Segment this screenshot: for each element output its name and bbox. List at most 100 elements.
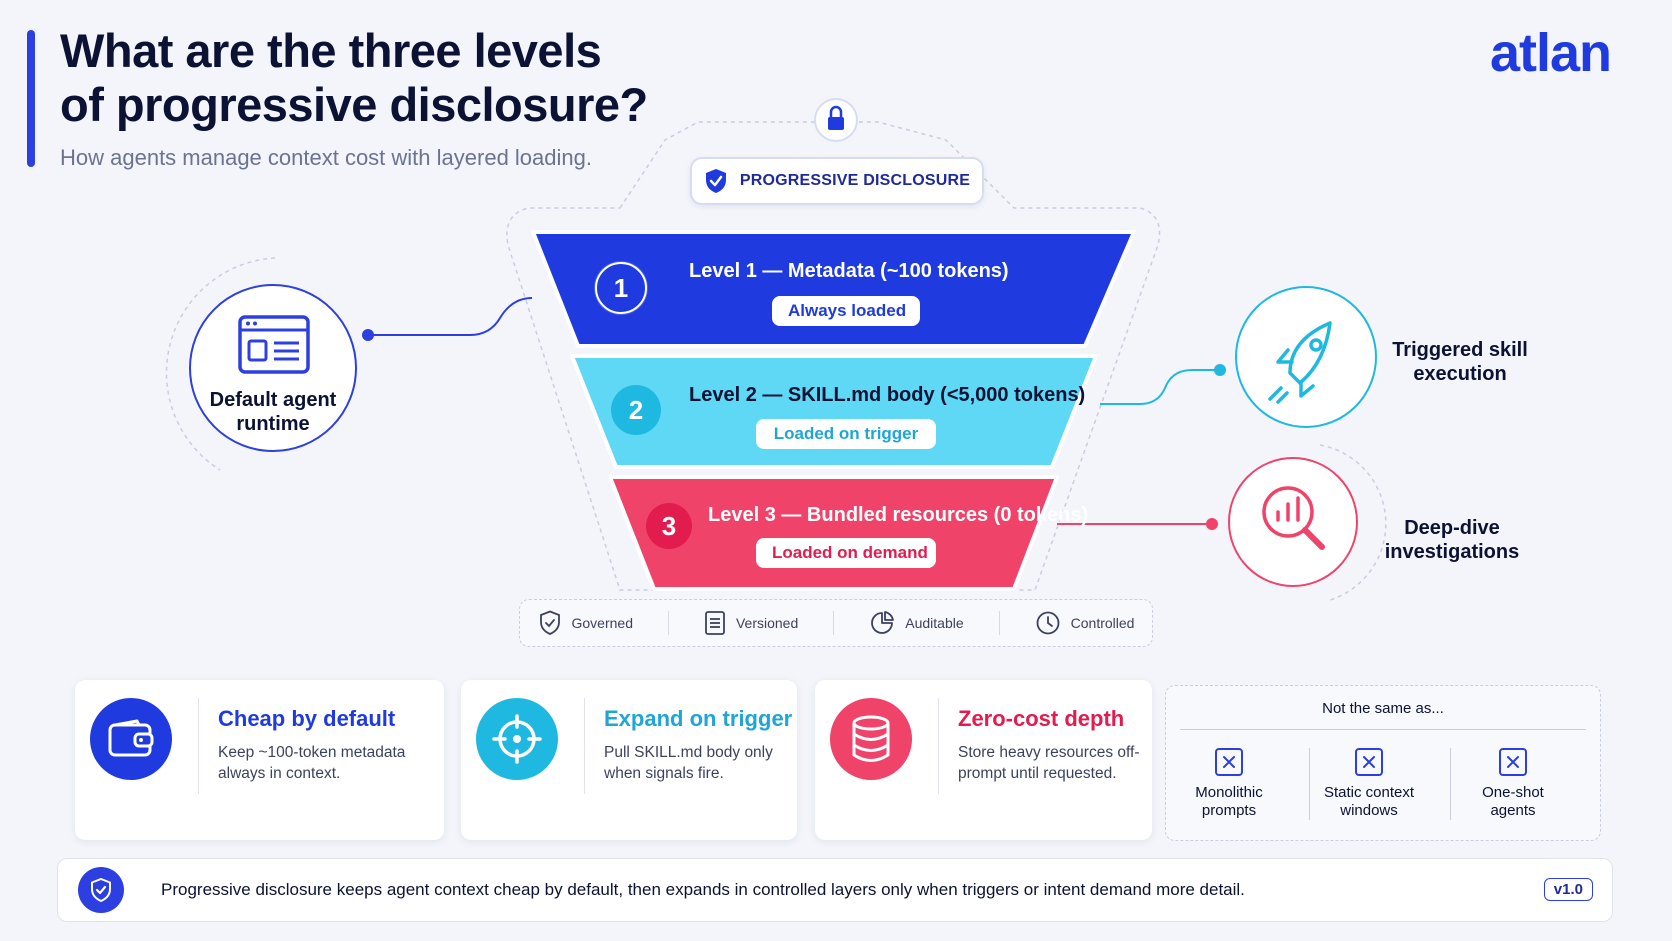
level-3-status: Loaded on demand	[756, 538, 936, 568]
card-divider	[584, 698, 585, 794]
card-title: Expand on trigger	[604, 706, 793, 731]
version-badge: v1.0	[1543, 878, 1593, 901]
clock-icon	[1036, 611, 1060, 635]
node-label-line: Default agent	[209, 389, 337, 411]
accent-bar	[27, 30, 35, 167]
badge-label: PROGRESSIVE DISCLOSURE	[739, 172, 971, 189]
node-label-line: investigations	[1384, 541, 1520, 563]
shield-check-icon	[705, 169, 726, 193]
feature-governed: Governed	[538, 610, 633, 636]
level-3-title: Level 3 — Bundled resources (0 tokens)	[708, 504, 1089, 526]
not-same-label: Static context	[1323, 784, 1415, 801]
not-same-heading: Not the same as...	[1322, 700, 1444, 717]
card-text: Store heavy resources off- prompt until …	[958, 742, 1140, 784]
node-label-line: runtime	[236, 413, 310, 435]
not-same-divider	[1309, 748, 1310, 820]
database-icon	[852, 715, 890, 762]
not-the-same-as-panel: Not the same as... Monolithic prompts St…	[1165, 685, 1601, 841]
card-text-line: when signals fire.	[604, 765, 724, 782]
node-label-triggered-skill: Triggered skill execution	[1380, 338, 1540, 386]
x-icon	[1215, 748, 1243, 776]
card-divider	[938, 698, 939, 794]
node-label-default-agent-runtime: Default agent runtime	[193, 388, 353, 436]
card-body: Expand on trigger Pull SKILL.md body onl…	[604, 706, 792, 784]
feature-divider	[998, 611, 1000, 635]
level-2-status: Loaded on trigger	[756, 419, 936, 449]
level-1-status: Always loaded	[772, 296, 920, 326]
feature-label: Auditable	[905, 615, 964, 631]
card-zero-cost-depth: Zero-cost depth Store heavy resources of…	[815, 680, 1152, 840]
feature-label: Versioned	[735, 615, 799, 631]
not-same-item-one-shot: One-shot agents	[1458, 748, 1568, 820]
not-same-item-static-context: Static context windows	[1314, 748, 1424, 820]
x-icon	[1499, 748, 1527, 776]
feature-label: Controlled	[1070, 615, 1135, 631]
node-label-deep-dive: Deep-dive investigations	[1372, 516, 1532, 564]
card-title: Zero-cost depth	[958, 706, 1125, 731]
funnel-outline	[506, 121, 1161, 591]
feature-divider	[667, 611, 669, 635]
card-text: Pull SKILL.md body only when signals fir…	[604, 742, 792, 784]
not-same-item-monolithic: Monolithic prompts	[1174, 748, 1284, 820]
feature-label: Governed	[571, 615, 633, 631]
card-body: Cheap by default Keep ~100-token metadat…	[218, 706, 405, 784]
card-body: Zero-cost depth Store heavy resources of…	[958, 706, 1140, 784]
not-same-label: windows	[1340, 802, 1398, 819]
not-same-label: Monolithic	[1195, 784, 1263, 801]
level-1-title: Level 1 — Metadata (~100 tokens)	[689, 260, 1009, 282]
shield-check-icon	[539, 610, 560, 635]
connector-left	[368, 297, 533, 336]
level-1-number: 1	[595, 262, 647, 314]
node-label-line: Triggered skill	[1392, 339, 1528, 361]
card-text-line: prompt until requested.	[958, 765, 1117, 782]
feature-versioned: Versioned	[704, 610, 798, 636]
wallet-icon	[108, 719, 154, 757]
card-icon-bg	[830, 698, 912, 780]
card-text-line: Store heavy resources off-	[958, 744, 1140, 761]
right-node-orbit-bottom	[1319, 444, 1387, 601]
feature-auditable: Auditable	[869, 610, 964, 636]
lock-icon	[814, 98, 858, 142]
title-line-2: of progressive disclosure?	[60, 78, 648, 131]
chart-magnifier-icon	[1262, 486, 1325, 550]
feature-controlled: Controlled	[1035, 610, 1135, 636]
x-icon	[1355, 748, 1383, 776]
card-text-line: always in context.	[218, 765, 341, 782]
card-text-line: Keep ~100-token metadata	[218, 744, 406, 761]
pie-chart-icon	[871, 611, 895, 634]
level-1-band	[531, 230, 1136, 348]
feature-divider	[833, 611, 835, 635]
not-same-divider	[1450, 748, 1451, 820]
card-icon-bg	[90, 698, 172, 780]
crosshair-icon	[492, 714, 542, 764]
not-same-rule	[1180, 729, 1586, 730]
level-2-band	[570, 354, 1098, 469]
footer-bar: Progressive disclosure keeps agent conte…	[57, 858, 1613, 922]
level-3-band	[608, 475, 1059, 591]
connector-right-top	[1100, 369, 1220, 405]
level-3-number: 3	[646, 503, 692, 549]
rocket-icon	[1268, 321, 1332, 404]
title-line-1: What are the three levels	[60, 24, 602, 77]
card-icon-bg	[476, 698, 558, 780]
feature-strip: Governed Versioned Auditable Controlled	[519, 599, 1153, 647]
left-node-orbit	[165, 257, 276, 471]
atlan-logo: atlan	[1490, 23, 1612, 83]
level-2-title: Level 2 — SKILL.md body (<5,000 tokens)	[689, 384, 1086, 406]
card-text: Keep ~100-token metadata always in conte…	[218, 742, 405, 784]
not-same-label: One-shot	[1482, 784, 1544, 801]
level-2-number: 2	[611, 385, 661, 435]
page-title: What are the three levels of progressive…	[60, 24, 648, 132]
card-expand-on-trigger: Expand on trigger Pull SKILL.md body onl…	[461, 680, 797, 840]
card-text-line: Pull SKILL.md body only	[604, 744, 773, 761]
card-cheap-by-default: Cheap by default Keep ~100-token metadat…	[75, 680, 444, 840]
card-title: Cheap by default	[218, 706, 396, 731]
browser-window-icon	[238, 315, 310, 374]
footer-text: Progressive disclosure keeps agent conte…	[161, 880, 1245, 899]
not-same-label: prompts	[1201, 802, 1257, 819]
node-label-line: execution	[1413, 363, 1507, 385]
document-icon	[705, 611, 725, 635]
page-subtitle: How agents manage context cost with laye…	[60, 145, 592, 170]
not-same-label: agents	[1490, 802, 1536, 819]
